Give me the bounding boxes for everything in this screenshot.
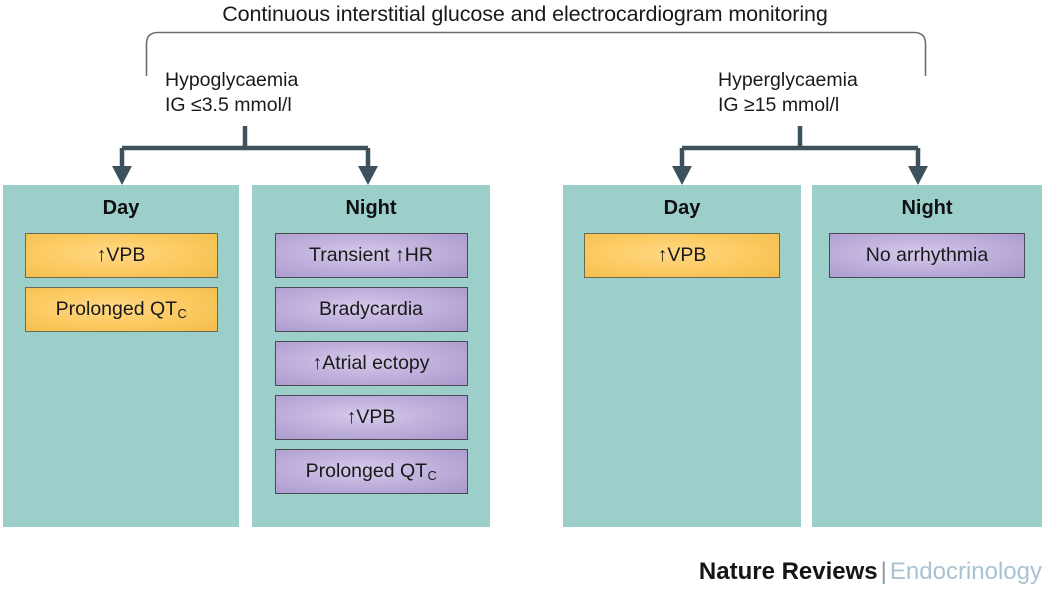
panel-hyperglycaemia-day: Day ↑VPB [563,185,801,527]
panel-title: Day [102,197,140,219]
panel-title: Night [901,197,953,219]
arrhythmia-item: Transient ↑HR [274,233,468,278]
arrhythmia-item-label: ↑Atrial ectopy [312,352,430,374]
arrhythmia-item-label: Transient ↑HR [309,244,433,266]
arrhythmia-item: No arrhythmia [829,233,1025,278]
journal-branding: Nature Reviews|Endocrinology [699,558,1042,586]
brand-divider: | [880,558,887,585]
journal-name: Endocrinology [889,558,1042,585]
figure-title: Continuous interstitial glucose and elec… [222,2,828,26]
arrhythmia-item: ↑Atrial ectopy [274,341,468,386]
arrhythmia-item-label: ↑VPB [657,244,707,266]
arrhythmia-item-subscript: C [177,306,187,321]
arrhythmia-item-label: Prolonged QT [55,298,178,320]
brand-name: Nature Reviews [698,558,878,585]
arrhythmia-item: ↑VPB [24,233,218,278]
arrhythmia-item-label: Bradycardia [318,298,424,320]
arrhythmia-item: ↑VPB [584,233,780,278]
panel-title: Day [663,197,701,219]
panel-item-list: No arrhythmia [812,233,1042,278]
arrhythmia-item: Bradycardia [274,287,468,332]
arrhythmia-item-label: Prolonged QT [305,460,428,482]
top-bracket [145,31,927,77]
panel-item-list: Transient ↑HR Bradycardia ↑Atrial ectopy ↑V… [252,233,490,494]
arrhythmia-item-subscript: C [427,468,437,483]
panel-hyperglycaemia-night: Night No arrhythmia [812,185,1042,527]
splitter-arrow-hyperglycaemia [645,126,955,186]
condition-label-hypoglycaemia: Hypoglycaemia IG ≤3.5 mmol/l [165,69,299,116]
arrhythmia-item: ↑VPB [274,395,468,440]
splitter-arrow-hypoglycaemia [90,126,400,186]
panel-title: Night [345,197,397,219]
panel-item-list: ↑VPB [563,233,801,278]
arrhythmia-item-label: No arrhythmia [865,244,989,266]
panel-hypoglycaemia-night: Night Transient ↑HR Bradycardia ↑Atrial ec… [252,185,490,527]
arrhythmia-item-label: ↑VPB [346,406,396,428]
condition-label-hyperglycaemia: Hyperglycaemia IG ≥15 mmol/l [718,69,858,116]
arrhythmia-item-label: ↑VPB [96,244,146,266]
